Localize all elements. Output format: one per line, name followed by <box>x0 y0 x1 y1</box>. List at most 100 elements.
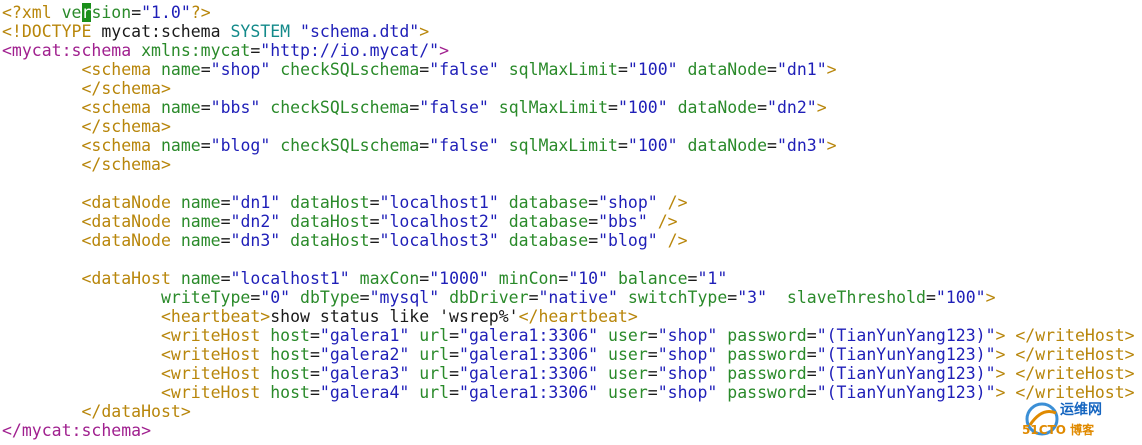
code-token: "galera3" <box>319 364 410 383</box>
code-token: = <box>806 345 817 364</box>
code-token: <heartbeat> <box>160 307 271 326</box>
code-token: "schema.dtd" <box>300 22 420 41</box>
code-token: = <box>369 193 380 212</box>
code-line[interactable]: <dataHost name="localhost1" maxCon="1000… <box>2 269 1135 288</box>
code-token: = <box>588 212 599 231</box>
code-token <box>717 383 727 402</box>
code-token <box>678 136 688 155</box>
code-token: = <box>558 269 569 288</box>
code-token: > <box>419 22 430 41</box>
code-token <box>439 288 449 307</box>
code-token: "native" <box>538 288 618 307</box>
code-line[interactable]: </dataHost> <box>2 402 1135 421</box>
code-token: sion <box>91 3 132 22</box>
code-line[interactable]: <schema name="bbs" checkSQLschema="false… <box>2 98 1135 117</box>
code-token: sqlMaxLimit <box>508 60 618 79</box>
code-line[interactable]: </schema> <box>2 117 1135 136</box>
code-token <box>409 345 419 364</box>
code-token: = <box>757 98 768 117</box>
code-token: "localhost3" <box>379 231 499 250</box>
code-token: </schema> <box>81 155 171 174</box>
code-token: = <box>449 326 460 345</box>
code-line[interactable]: <!DOCTYPE mycat:schema SYSTEM "schema.dt… <box>2 22 1135 41</box>
code-line[interactable]: <schema name="blog" checkSQLschema="fals… <box>2 136 1135 155</box>
code-token <box>409 383 419 402</box>
code-token <box>151 98 161 117</box>
code-token: "dn2" <box>767 98 817 117</box>
code-token: xml <box>21 3 52 22</box>
code-line[interactable]: <dataNode name="dn2" dataHost="localhost… <box>2 212 1135 231</box>
code-token <box>171 193 181 212</box>
code-line[interactable]: </mycat:schema> <box>2 421 1135 440</box>
code-token <box>598 383 608 402</box>
code-line[interactable]: <writeHost host="galera2" url="galera1:3… <box>2 345 1135 364</box>
code-token: <dataNode <box>81 231 171 250</box>
code-token: sqlMaxLimit <box>508 136 618 155</box>
code-token: "1000" <box>429 269 489 288</box>
code-token: > <box>995 326 1006 345</box>
code-token: name <box>180 193 221 212</box>
code-token: dbDriver <box>449 288 529 307</box>
code-line[interactable] <box>2 250 1135 269</box>
code-token: = <box>925 288 936 307</box>
code-token: "shop" <box>598 193 658 212</box>
code-token: = <box>588 231 599 250</box>
code-token: "galera1:3306" <box>459 345 599 364</box>
code-token: name <box>180 231 221 250</box>
code-token <box>2 288 161 307</box>
code-token: "mysql" <box>369 288 440 307</box>
code-token: url <box>419 383 450 402</box>
code-token: = <box>369 212 380 231</box>
code-token: ve <box>61 3 82 22</box>
code-line[interactable]: <mycat:schema xmlns:mycat="http://io.myc… <box>2 41 1135 60</box>
code-token <box>499 212 509 231</box>
code-token: <? <box>2 3 22 22</box>
code-token: = <box>806 364 817 383</box>
code-area[interactable]: <?xml version="1.0"?><!DOCTYPE mycat:sch… <box>2 3 1135 440</box>
code-token: = <box>647 326 658 345</box>
code-token: = <box>220 212 231 231</box>
code-token <box>1005 345 1015 364</box>
code-token <box>489 269 499 288</box>
code-token: "localhost1" <box>379 193 499 212</box>
code-token: dataHost <box>290 193 370 212</box>
code-line[interactable]: <?xml version="1.0"?> <box>2 3 1135 22</box>
code-token: "dn3" <box>230 231 281 250</box>
code-line[interactable]: <schema name="shop" checkSQLschema="fals… <box>2 60 1135 79</box>
code-token: "shop" <box>210 60 271 79</box>
code-token: "shop" <box>657 364 718 383</box>
code-token: </heartbeat> <box>518 307 638 326</box>
code-line[interactable]: </schema> <box>2 79 1135 98</box>
code-token: </writeHost> <box>1015 364 1135 383</box>
code-token: = <box>806 383 817 402</box>
code-line[interactable]: <writeHost host="galera3" url="galera1:3… <box>2 364 1135 383</box>
code-token: "false" <box>429 60 499 79</box>
code-token: dataNode <box>677 98 758 117</box>
code-token <box>260 345 270 364</box>
code-token: "localhost2" <box>379 212 499 231</box>
code-token: "100" <box>935 288 986 307</box>
code-token: user <box>608 383 648 402</box>
code-token: "bbs" <box>598 212 648 231</box>
code-line[interactable]: <dataNode name="dn3" dataHost="localhost… <box>2 231 1135 250</box>
code-line[interactable] <box>2 174 1135 193</box>
code-token: "3" <box>737 288 768 307</box>
code-line[interactable]: <heartbeat>show status like 'wsrep%'</he… <box>2 307 1135 326</box>
code-token <box>260 98 270 117</box>
code-token: "dn1" <box>776 60 827 79</box>
code-token: <dataNode <box>81 193 171 212</box>
code-token: "dn1" <box>230 193 281 212</box>
code-line[interactable]: <writeHost host="galera1" url="galera1:3… <box>2 326 1135 345</box>
code-token: "bbs" <box>210 98 261 117</box>
code-token: slaveThreshold <box>786 288 926 307</box>
code-token: = <box>767 136 777 155</box>
code-line[interactable]: <dataNode name="dn1" dataHost="localhost… <box>2 193 1135 212</box>
code-line[interactable]: <writeHost host="galera4" url="galera1:3… <box>2 383 1135 402</box>
code-token: password <box>727 345 807 364</box>
code-line[interactable]: </schema> <box>2 155 1135 174</box>
code-token: xmlns:mycat <box>141 41 251 60</box>
code-token: name <box>160 60 201 79</box>
code-line[interactable]: writeType="0" dbType="mysql" dbDriver="n… <box>2 288 1135 307</box>
code-token <box>608 269 618 288</box>
